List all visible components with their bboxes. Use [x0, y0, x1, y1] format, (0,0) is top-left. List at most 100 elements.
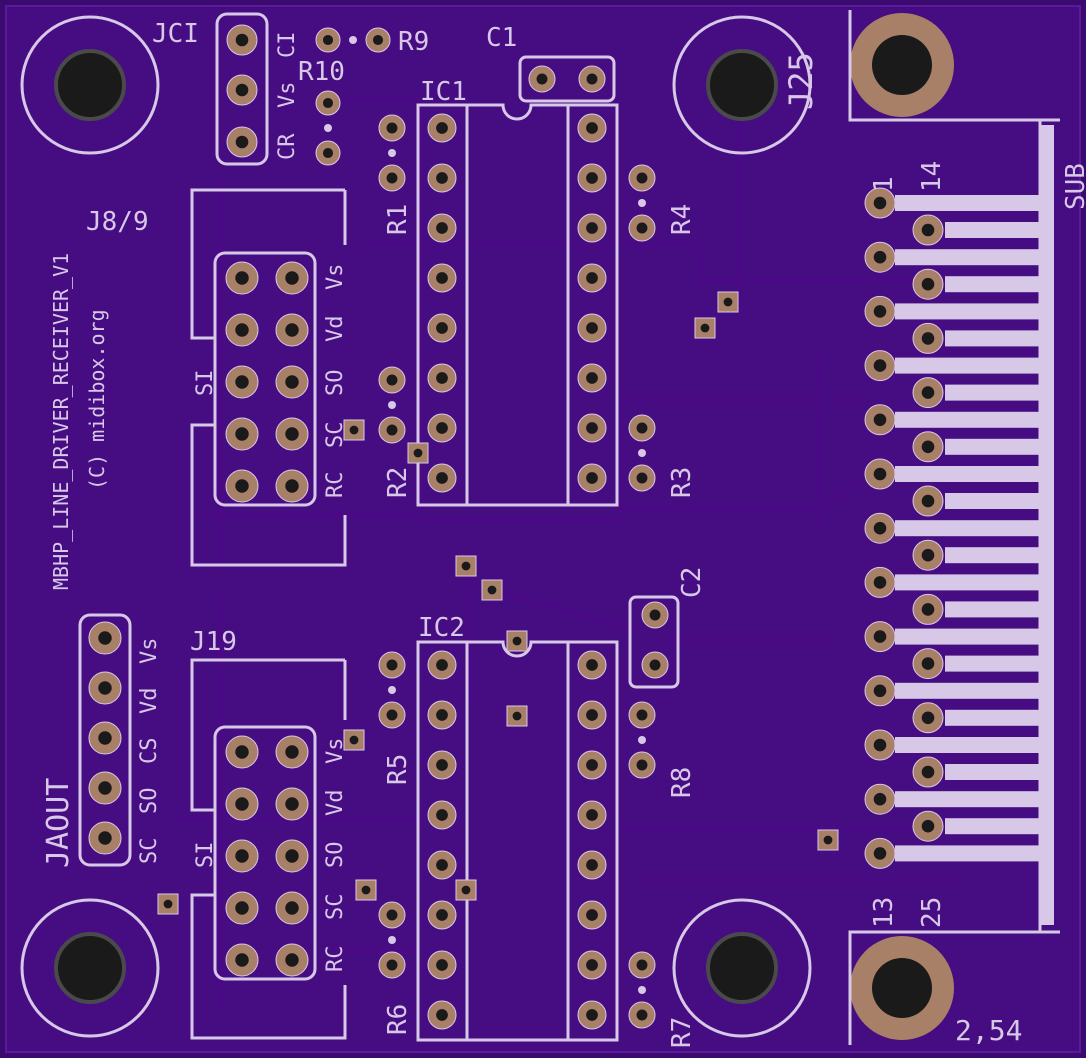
- pad-drill: [873, 467, 887, 481]
- pad-drill: [386, 374, 398, 386]
- edge-finger: [945, 601, 1040, 618]
- label-r9: R9: [398, 27, 429, 57]
- edge-finger: [945, 438, 1040, 455]
- pad-drill: [436, 122, 448, 134]
- pad-drill: [921, 657, 935, 670]
- pad-drill: [436, 422, 448, 434]
- pad-drill: [98, 681, 112, 695]
- pad-drill: [636, 709, 648, 721]
- mounting-holes: [20, 13, 954, 1040]
- edge-finger: [945, 655, 1040, 672]
- j89-side-label: SI: [193, 370, 218, 397]
- edge-finger: [895, 195, 1040, 211]
- jaout-pin-label: SC: [137, 838, 162, 865]
- label-r4: R4: [667, 204, 697, 235]
- resistor-body-dot: [638, 736, 646, 744]
- edge-finger: [895, 466, 1040, 482]
- pad-drill: [586, 809, 598, 821]
- mount-hole: [706, 932, 778, 1004]
- edge-finger: [895, 249, 1040, 266]
- pad-drill: [235, 797, 249, 811]
- jci-pin-label: CI: [275, 32, 300, 59]
- pad-drill: [586, 422, 598, 434]
- label-r1: R1: [383, 204, 413, 235]
- via-drill: [461, 561, 471, 571]
- resistor-body-dot: [388, 401, 396, 409]
- pad-drill: [636, 472, 648, 484]
- pad-drill: [586, 73, 598, 85]
- label-j89: J8/9: [86, 207, 149, 237]
- pad-drill: [586, 909, 598, 921]
- mount-hole: [706, 49, 778, 121]
- pad-drill: [536, 73, 548, 85]
- pad-drill: [436, 472, 448, 484]
- edge-finger: [895, 628, 1040, 645]
- label-jci: JCI: [152, 19, 199, 49]
- label-r10: R10: [298, 57, 345, 87]
- label-r3: R3: [667, 467, 697, 498]
- pad-drill: [921, 277, 935, 291]
- pad-drill: [921, 386, 935, 399]
- via-drill: [349, 425, 359, 435]
- pad-drill: [873, 413, 887, 427]
- pad-drill: [285, 375, 299, 389]
- pad-drill: [386, 172, 398, 184]
- label-partial-edge: SUB: [1061, 163, 1086, 210]
- board-name: MBHP_LINE_DRIVER_RECEIVER_V1: [49, 253, 73, 590]
- j89-pin-label: SO: [323, 370, 348, 397]
- pads: [88, 24, 944, 1030]
- pad-drill: [436, 959, 448, 971]
- pad-drill: [436, 909, 448, 921]
- pad-drill: [386, 122, 398, 134]
- pad-drill: [586, 472, 598, 484]
- pad-drill: [436, 709, 448, 721]
- pad-drill: [436, 809, 448, 821]
- pad-drill: [235, 427, 249, 441]
- pad-drill: [921, 332, 935, 345]
- via-drill: [461, 885, 471, 895]
- pad-drill: [921, 603, 935, 616]
- pad-drill: [636, 959, 648, 971]
- pad-drill: [586, 172, 598, 184]
- pad-drill: [921, 765, 935, 779]
- pad-drill: [873, 250, 887, 264]
- label-pin14: 14: [917, 161, 947, 192]
- resistor-body-dot: [638, 449, 646, 457]
- pad-drill: [386, 909, 398, 921]
- via-drill: [512, 636, 522, 646]
- pad-drill: [873, 684, 887, 698]
- jci-pin-label: Vs: [275, 82, 300, 109]
- board-copyright: (C) midibox.org: [85, 309, 109, 490]
- j19-pin-label: SO: [323, 842, 348, 869]
- label-ic2: IC2: [418, 613, 465, 643]
- pad-drill: [873, 576, 887, 589]
- edge-finger: [895, 574, 1040, 591]
- resistor-body-dot: [388, 936, 396, 944]
- label-pin25: 25: [917, 897, 947, 928]
- pad-drill: [436, 322, 448, 334]
- via-drill: [823, 835, 833, 845]
- pad-drill: [386, 709, 398, 721]
- label-r6: R6: [383, 1004, 413, 1035]
- edge-connector-strip: [1040, 125, 1054, 925]
- via-drill: [163, 899, 173, 909]
- silkscreen-outlines: [78, 10, 1060, 1045]
- pad-drill: [873, 792, 887, 806]
- j19-pin-label: Vs: [323, 738, 348, 765]
- pad-drill: [649, 609, 661, 621]
- edge-finger: [895, 303, 1040, 320]
- pad-drill: [921, 223, 935, 237]
- pad-drill: [586, 759, 598, 771]
- label-c2: C2: [677, 567, 707, 598]
- mount-hole: [54, 932, 126, 1004]
- pad-drill: [235, 135, 249, 149]
- pad-drill: [636, 222, 648, 234]
- via-drill: [700, 323, 710, 333]
- pad-drill: [436, 1009, 448, 1021]
- pad-drill: [322, 147, 334, 159]
- mount-hole: [54, 49, 126, 121]
- pad-drill: [235, 83, 249, 97]
- pad-drill: [921, 494, 935, 508]
- pad-drill: [436, 859, 448, 871]
